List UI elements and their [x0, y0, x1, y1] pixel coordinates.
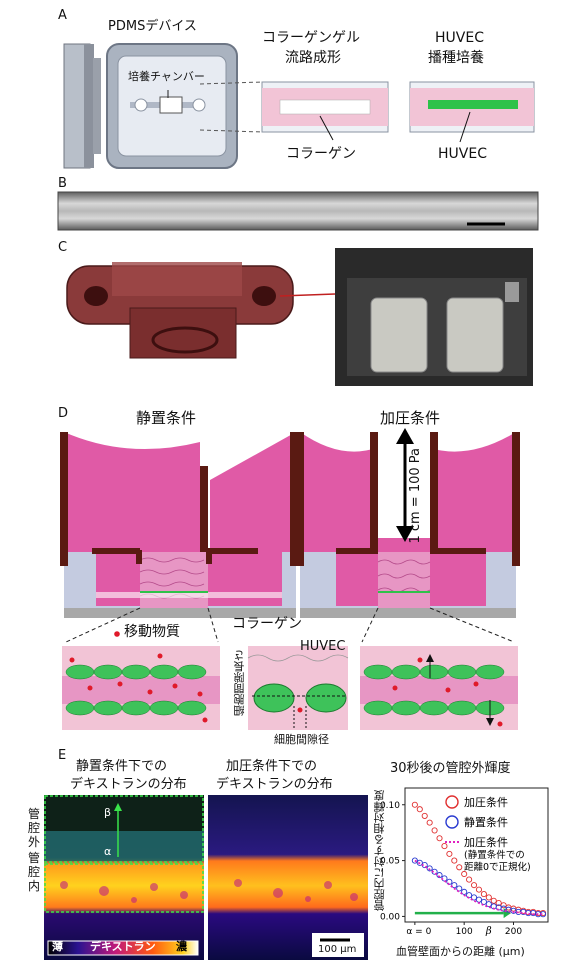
legend-label-2: 加圧条件 — [464, 835, 508, 849]
data-point-series-0 — [466, 876, 473, 883]
inside-label-1: 管 — [28, 851, 41, 865]
static-dextran-image — [44, 795, 204, 960]
panel-a-label: A — [58, 8, 67, 23]
data-point-series-0 — [456, 864, 463, 871]
colorbar-thick: 濃 — [176, 940, 187, 953]
alpha-label-image: α — [104, 845, 112, 858]
chamber-label: 培養チャンバー — [128, 70, 205, 83]
panel-d-label: D — [58, 406, 69, 421]
y-tick-label: 0.10 — [380, 801, 400, 811]
panel-c-photo — [335, 248, 533, 386]
zoom-insets — [62, 607, 518, 730]
huvec-label-a: HUVEC — [438, 146, 487, 162]
data-point-series-1 — [451, 882, 458, 889]
outside-label-3: 外 — [28, 835, 41, 849]
data-point-series-0 — [441, 843, 448, 850]
panel-b-micrograph — [57, 191, 539, 231]
colorbar-mid: デキストラン — [90, 940, 156, 953]
data-point-series-0 — [485, 894, 492, 901]
static-dist-title-1: 静置条件下での — [76, 759, 168, 774]
beta-label-image: β — [104, 806, 112, 819]
pressure-condition-title: 加圧条件 — [380, 409, 441, 427]
colorbar-thin: 薄 — [52, 940, 63, 953]
legend-label-1: 静置条件 — [464, 815, 508, 829]
outside-label-2: 腔 — [28, 821, 41, 835]
data-point-series-1 — [470, 894, 478, 901]
data-point-series-0 — [426, 819, 433, 826]
inside-label-2: 腔 — [28, 865, 41, 879]
collagen-chamber-static — [140, 552, 208, 608]
legend-marker-0 — [445, 795, 459, 809]
collagen-label-d: コラーゲン — [232, 616, 302, 632]
legend-marker-1 — [445, 815, 459, 829]
chart-title: 30秒後の管腔外輝度 — [390, 761, 511, 776]
inside-label-3: 内 — [28, 879, 41, 893]
moving-substance-label: 移動物質 — [124, 624, 180, 640]
static-condition-title: 静置条件 — [136, 409, 197, 427]
y-tick-label: 0.05 — [380, 857, 400, 867]
alpha-tick-label: α = 0 — [406, 927, 431, 937]
chart-xlabel: 血管壁面からの距離 (μm) — [396, 945, 525, 958]
data-point-series-0 — [475, 886, 483, 893]
scale-bar-label: 100 μm — [318, 944, 357, 955]
step2-title-line1: HUVEC — [435, 30, 484, 46]
data-point-series-0 — [416, 806, 423, 813]
data-point-series-0 — [421, 812, 428, 819]
y-tick-label: 0.00 — [380, 912, 400, 922]
step2-title-line2: 播種培養 — [428, 50, 484, 66]
data-point-series-0 — [451, 857, 458, 864]
data-point-series-0 — [500, 902, 507, 909]
beta-tick-label: β — [485, 926, 492, 937]
legend-label-2: 距離0で正規化) — [464, 861, 531, 873]
gap-diameter-label: 細胞間隙径 — [274, 733, 329, 746]
panel-c-label: C — [58, 240, 68, 255]
x-tick-label: 200 — [505, 927, 522, 937]
outside-label-1: 管 — [28, 807, 41, 821]
data-point-series-1 — [411, 857, 418, 864]
panel-a-schematic — [63, 43, 535, 169]
x-tick-label: 100 — [456, 927, 473, 937]
step1-title-line2: 流路成形 — [285, 50, 341, 66]
data-point-series-0 — [436, 835, 443, 842]
step1-title-line1: コラーゲンゲル — [262, 30, 360, 46]
data-point-series-1 — [446, 878, 453, 885]
data-point-series-1 — [461, 888, 468, 895]
data-line-series-2 — [414, 859, 544, 916]
data-point-series-0 — [495, 899, 502, 907]
data-point-series-0 — [461, 870, 468, 878]
data-point-series-0 — [411, 801, 418, 808]
panel-c-device-render — [66, 262, 336, 359]
panel-e-label: E — [58, 748, 67, 763]
pressure-dist-title-1: 加圧条件下での — [226, 759, 318, 774]
data-point-series-1 — [436, 872, 443, 879]
data-point-series-1 — [485, 901, 492, 908]
data-point-series-0 — [470, 882, 478, 889]
pressure-dextran-image — [208, 795, 368, 960]
data-point-series-1 — [480, 898, 487, 905]
data-point-series-0 — [446, 850, 453, 857]
data-point-series-0 — [480, 891, 487, 898]
data-point-series-1 — [426, 865, 433, 872]
static-condition-diagram — [60, 432, 298, 618]
legend-label-2: (静置条件での — [464, 849, 525, 861]
panel-b-label: B — [58, 176, 67, 191]
chart-ylabel: 管腔内に対する相対輝度 — [373, 790, 386, 911]
collagen-label-a: コラーゲン — [286, 146, 356, 162]
data-point-series-0 — [431, 827, 438, 834]
pressure-dist-title-2: デキストランの分布 — [216, 777, 333, 792]
chamber-slot — [159, 96, 183, 114]
data-point-series-1 — [416, 859, 423, 866]
device-title: PDMSデバイス — [108, 19, 197, 34]
static-dist-title-2: デキストランの分布 — [70, 777, 187, 792]
pressure-condition-diagram — [296, 428, 520, 618]
legend-label-0: 加圧条件 — [464, 795, 508, 809]
huvec-label-d: HUVEC — [300, 639, 346, 654]
collagen-chamber-pressure — [378, 552, 430, 608]
